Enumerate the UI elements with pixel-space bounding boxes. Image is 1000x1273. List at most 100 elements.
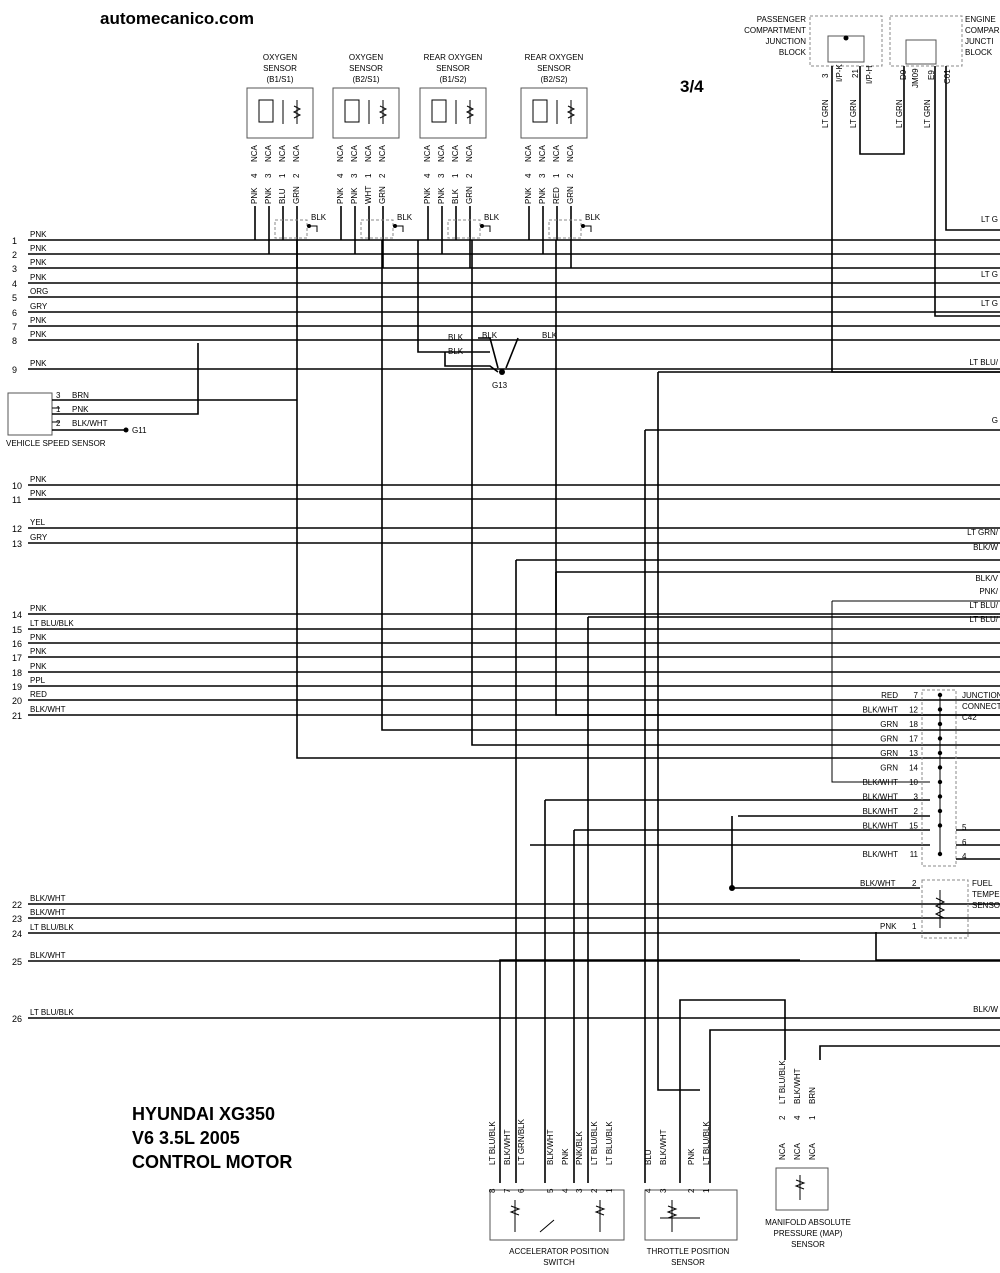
sensor-body bbox=[520, 87, 588, 139]
engine-junction-block: ENGINE COMPAR JUNCTI BLOCK D9 JM09 E9 C0… bbox=[889, 15, 1000, 88]
c42-label-2: CONNECT bbox=[962, 702, 1000, 711]
drain-wire bbox=[395, 225, 404, 232]
oxygen-sensor-1: OXYGENSENSOR(B1/S1)NCAPNK4NCAPNK3NCABLU1… bbox=[246, 53, 327, 268]
drain-blk-label: BLK bbox=[397, 213, 413, 222]
c42-pin-color: GRN bbox=[880, 735, 898, 744]
ejb-code-jm09: JM09 bbox=[911, 68, 920, 88]
fts-pin-2: 2 bbox=[912, 879, 917, 888]
g13-blk-1: BLK bbox=[448, 333, 464, 342]
wire-color: PNK bbox=[30, 475, 47, 484]
wire-number: 20 bbox=[12, 696, 22, 706]
wire-number: 10 bbox=[12, 481, 22, 491]
map-wire-color: BRN bbox=[808, 1087, 817, 1104]
wire-number: 25 bbox=[12, 957, 22, 967]
vss-color-1: PNK bbox=[72, 405, 89, 414]
tps-pin-number: 4 bbox=[644, 1188, 653, 1193]
vss-color-2: BLK/WHT bbox=[72, 419, 108, 428]
wire-number: 14 bbox=[12, 610, 22, 620]
drain-wire bbox=[482, 225, 491, 232]
aps-wire-color: LT GRN/BLK bbox=[517, 1118, 526, 1165]
aps-wire-color: LT BLU/BLK bbox=[605, 1121, 614, 1165]
nca-label: NCA bbox=[264, 144, 273, 162]
wire-color: LT BLU/BLK bbox=[30, 619, 74, 628]
wire-number: 7 bbox=[12, 322, 17, 332]
g13-blk-2: BLK bbox=[448, 347, 464, 356]
sensor-label: (B1/S2) bbox=[439, 75, 466, 84]
wire-color: BLK/WHT bbox=[30, 705, 66, 714]
c42-pin-number: 18 bbox=[909, 720, 918, 729]
sensor-element bbox=[344, 99, 388, 124]
wire-number: 5 bbox=[12, 293, 17, 303]
c42-pin-number: 11 bbox=[910, 850, 919, 859]
aps-wire-color: PNK/BLK bbox=[575, 1131, 584, 1165]
nca-label: NCA bbox=[250, 144, 259, 162]
sensor-wire-color: PNK bbox=[350, 187, 359, 204]
sensor-wire-color: PNK bbox=[264, 187, 273, 204]
sensor-wire-color: GRN bbox=[566, 186, 575, 204]
sensor-element bbox=[532, 99, 576, 124]
wire-number: 4 bbox=[12, 279, 17, 289]
shield-splice bbox=[360, 219, 394, 239]
wire-color: PNK bbox=[30, 316, 47, 325]
aps-internal bbox=[509, 1200, 606, 1233]
c42-pin-number: 3 bbox=[914, 793, 919, 802]
c42-pin-number: 13 bbox=[909, 749, 918, 758]
tps-wire-color: BLU bbox=[644, 1149, 653, 1165]
shield-splice bbox=[548, 219, 582, 239]
wire-number: 22 bbox=[12, 900, 22, 910]
g11-label: G11 bbox=[132, 426, 147, 435]
wire-color: LT BLU/BLK bbox=[30, 1008, 74, 1017]
map-nca: NCA bbox=[793, 1142, 802, 1160]
wire-number: 26 bbox=[12, 1014, 22, 1024]
oxygen-sensor-4: REAR OXYGENSENSOR(B2/S2)NCAPNK4NCAPNK3NC… bbox=[520, 53, 601, 268]
sensor-label: SENSOR bbox=[263, 64, 297, 73]
map-label-2: PRESSURE (MAP) bbox=[774, 1229, 843, 1238]
sensor-element bbox=[258, 99, 302, 124]
aps-pin-number: 1 bbox=[605, 1188, 614, 1193]
tps-wire-color: LT BLU/BLK bbox=[702, 1121, 711, 1165]
tps-pin-number: 3 bbox=[659, 1188, 668, 1193]
wire-color: PNK bbox=[30, 633, 47, 642]
map-nca: NCA bbox=[778, 1142, 787, 1160]
pjb-pin-21: 21 bbox=[851, 69, 860, 78]
tps-internal bbox=[660, 1200, 700, 1232]
sensor-label: REAR OXYGEN bbox=[525, 53, 584, 62]
aps-wire-color: LT BLU/BLK bbox=[590, 1121, 599, 1165]
sensor-pin-number: 3 bbox=[538, 173, 547, 178]
sensor-wire-color: RED bbox=[552, 187, 561, 204]
sensor-body bbox=[246, 87, 314, 139]
right-edge-label: LT G bbox=[981, 299, 998, 308]
pjb-label-4: BLOCK bbox=[779, 48, 807, 57]
sensor-wire-color: BLU bbox=[278, 188, 287, 204]
right-edge-label: BLK/W bbox=[973, 1005, 998, 1014]
left-wire-10: 10 PNK bbox=[12, 475, 1000, 491]
title-line-3: CONTROL MOTOR bbox=[132, 1152, 292, 1172]
oxygen-sensor-3: REAR OXYGENSENSOR(B1/S2)NCAPNK4NCAPNK3NC… bbox=[419, 53, 500, 268]
nca-label: NCA bbox=[465, 144, 474, 162]
tps-label-1: THROTTLE POSITION bbox=[647, 1247, 730, 1256]
wire-number: 16 bbox=[12, 639, 22, 649]
nca-label: NCA bbox=[292, 144, 301, 162]
sensor-wire-color: WHT bbox=[364, 186, 373, 204]
left-wire-bundle: 1PNK2PNK3PNK4PNK5ORG6GRY7PNK8PNK9PNK10PN… bbox=[12, 230, 1000, 1024]
c42-pin-color: RED bbox=[881, 691, 898, 700]
nca-label: NCA bbox=[423, 144, 432, 162]
wire-color: GRY bbox=[30, 302, 48, 311]
c42-pin-color: GRN bbox=[880, 720, 898, 729]
c42-pin-color: BLK/WHT bbox=[862, 807, 898, 816]
nca-label: NCA bbox=[524, 144, 533, 162]
ejb-label-2: COMPAR bbox=[965, 26, 1000, 35]
wire-color: ORG bbox=[30, 287, 48, 296]
wire-color: PNK bbox=[30, 230, 47, 239]
